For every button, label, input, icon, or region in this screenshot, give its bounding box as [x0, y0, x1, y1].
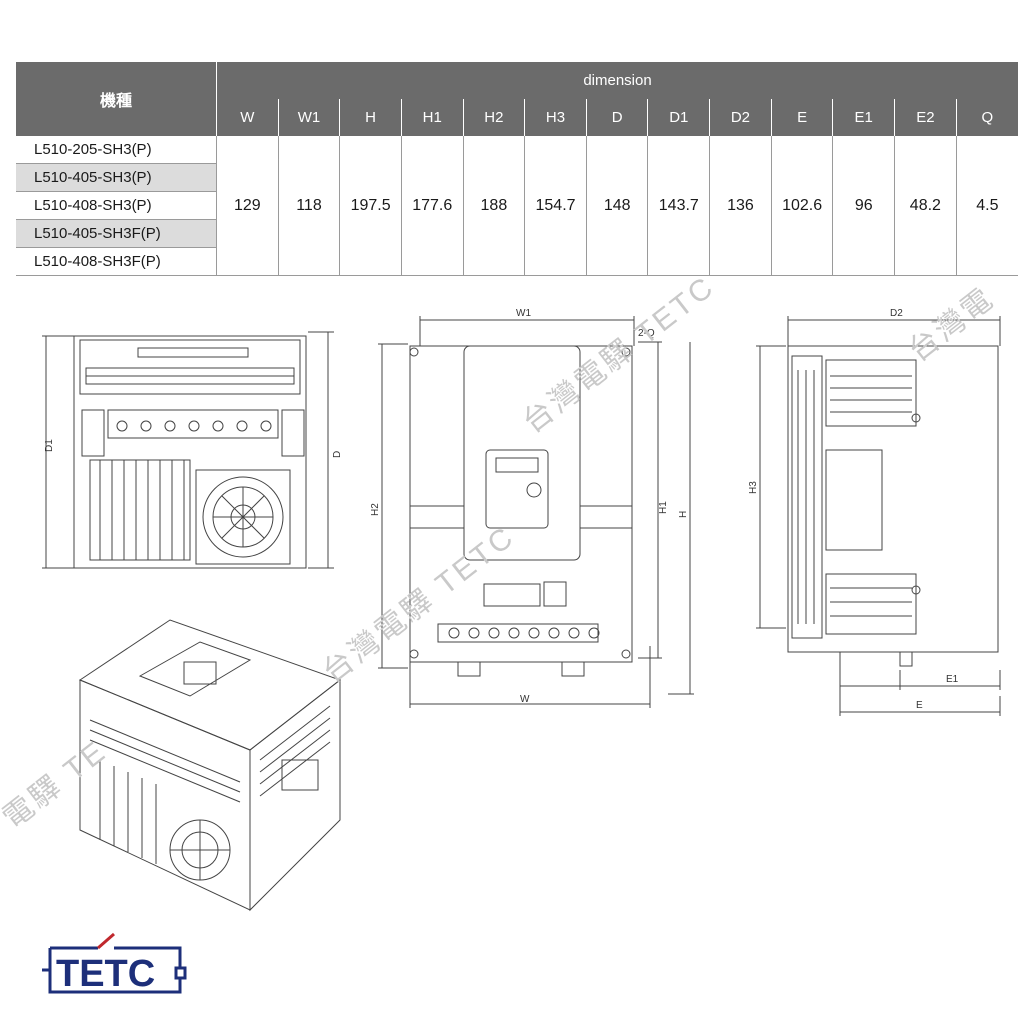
dimension-table: 機種 dimension W W1 H H1 H2 H3 D D1 D2 E E…: [16, 62, 1018, 276]
top-view-drawing: D1 D: [42, 331, 343, 569]
value-cell: 129: [216, 136, 279, 276]
col-header: D: [585, 99, 648, 136]
label-d1: D1: [44, 439, 55, 452]
value-cell: 197.5: [339, 136, 402, 276]
label-h2: H2: [370, 503, 381, 516]
tetc-logo: TETC: [42, 932, 187, 995]
label-h1: H1: [658, 501, 669, 514]
col-header: H3: [524, 99, 587, 136]
label-e1: E1: [946, 674, 959, 685]
isometric-view-drawing: [78, 619, 342, 912]
model-header: 機種: [16, 62, 217, 136]
model-cell: L510-408-SH3(P): [16, 191, 217, 220]
model-cell: L510-405-SH3F(P): [16, 219, 217, 248]
side-view-drawing: D2 H3 E1 E: [748, 308, 1001, 716]
col-header: D2: [709, 99, 772, 136]
label-e: E: [916, 700, 923, 711]
value-cell: 154.7: [524, 136, 587, 276]
col-header: W1: [277, 99, 340, 136]
value-cell: 188: [462, 136, 525, 276]
value-cell: 177.6: [400, 136, 464, 276]
label-h3: H3: [748, 481, 759, 494]
model-cell: L510-205-SH3(P): [16, 136, 217, 164]
value-cell: 118: [277, 136, 340, 276]
logo-text: TETC: [56, 953, 155, 995]
value-cell: 96: [832, 136, 895, 276]
label-w: W: [520, 694, 530, 705]
value-cell: 148: [585, 136, 648, 276]
col-header: H2: [462, 99, 525, 136]
front-view-drawing: W1 2-Q H2 H1 H W: [370, 308, 694, 708]
label-d: D: [332, 451, 343, 458]
dimension-group-header: dimension: [216, 62, 1018, 99]
label-d2: D2: [890, 308, 903, 319]
col-header: H: [339, 99, 402, 136]
value-cell: 4.5: [955, 136, 1018, 276]
col-header: E: [770, 99, 833, 136]
col-header: W: [216, 99, 279, 136]
value-cell: 102.6: [770, 136, 833, 276]
model-cell: L510-405-SH3(P): [16, 163, 217, 192]
col-header: Q: [955, 99, 1018, 136]
value-cell: 136: [709, 136, 772, 276]
col-header: D1: [647, 99, 710, 136]
value-cell: 48.2: [894, 136, 957, 276]
col-header: H1: [400, 99, 464, 136]
value-cell: 143.7: [647, 136, 710, 276]
label-q: 2-Q: [638, 328, 655, 339]
label-h: H: [678, 511, 689, 518]
col-header: E2: [894, 99, 957, 136]
col-header: E1: [832, 99, 895, 136]
label-w1: W1: [516, 308, 531, 319]
model-cell: L510-408-SH3F(P): [16, 247, 217, 276]
